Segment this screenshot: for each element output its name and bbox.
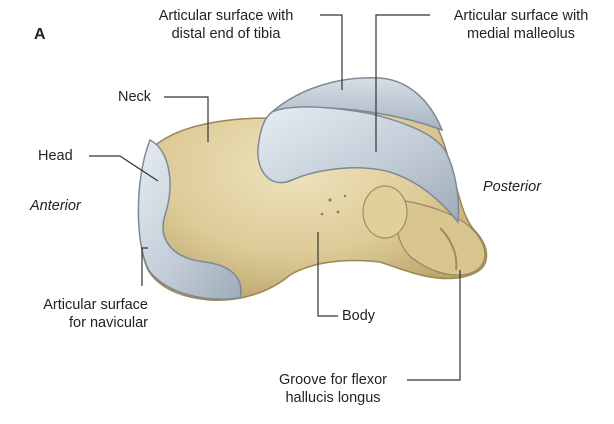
foramen-dot — [337, 211, 340, 214]
foramen-dot — [321, 213, 324, 216]
label-posterior: Posterior — [483, 178, 541, 196]
label-navicular-line2: for navicular — [2, 314, 148, 332]
foramen-dot — [344, 195, 346, 197]
label-navicular-line1: Articular surface — [2, 296, 148, 314]
label-groove: Groove for flexor hallucis longus — [260, 371, 406, 407]
label-anterior: Anterior — [30, 197, 81, 215]
label-groove-line1: Groove for flexor — [260, 371, 406, 389]
label-body: Body — [342, 307, 375, 325]
label-malleolus-line2: medial malleolus — [432, 25, 610, 43]
label-malleolus-surface: Articular surface with medial malleolus — [432, 7, 610, 43]
label-neck: Neck — [118, 88, 151, 106]
lateral-tubercle — [363, 186, 407, 238]
leader-groove — [407, 270, 460, 380]
label-malleolus-line1: Articular surface with — [432, 7, 610, 25]
leader-tibia — [320, 15, 342, 90]
panel-label: A — [34, 26, 46, 44]
label-head: Head — [38, 147, 73, 165]
label-navicular-surface: Articular surface for navicular — [2, 296, 148, 332]
label-groove-line2: hallucis longus — [260, 389, 406, 407]
label-tibia-surface: Articular surface with distal end of tib… — [136, 7, 316, 43]
label-tibia-line2: distal end of tibia — [136, 25, 316, 43]
foramen-dot — [328, 198, 331, 201]
label-tibia-line1: Articular surface with — [136, 7, 316, 25]
